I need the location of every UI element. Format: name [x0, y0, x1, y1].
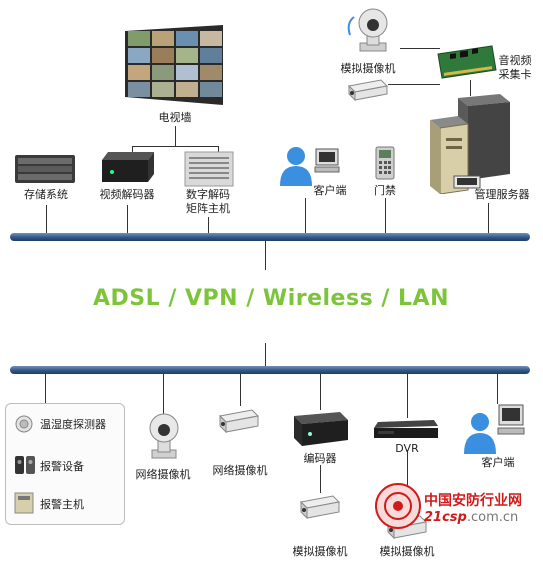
dvr-icon: [374, 420, 438, 438]
bottom-bus-connector: [265, 343, 266, 366]
videowall-line-left: [132, 146, 133, 152]
alarm-device-icon: [15, 456, 35, 474]
network-camera-box-label: 网络摄像机: [212, 464, 268, 477]
management-server-icon: [430, 94, 510, 194]
client-bottom-drop: [497, 374, 498, 404]
video-wall-screen: [176, 48, 198, 63]
dome-camera-drop: [163, 374, 164, 414]
encoder-analog-line: [320, 465, 321, 493]
csp-logo-seal: [375, 483, 421, 529]
video-wall-screen: [200, 82, 222, 97]
capture-card-label-1: 音视频: [498, 54, 532, 67]
management-server-label: 管理服务器: [474, 188, 530, 201]
dvr-label: DVR: [395, 442, 419, 455]
video-wall-screen: [176, 31, 198, 46]
analog-camera-label-right: 模拟摄像机: [379, 545, 435, 558]
video-wall-screen: [152, 65, 174, 80]
temperature-humidity-sensor-icon: [15, 415, 33, 433]
video-wall-screen: [152, 48, 174, 63]
camera2-card-line: [388, 84, 440, 85]
client-user-icon: [280, 147, 312, 186]
video-decoder-icon: [102, 152, 154, 182]
access-control-icon: [375, 146, 395, 180]
storage-system-label: 存储系统: [24, 188, 68, 201]
dvr-drop: [407, 374, 408, 418]
decoding-matrix-label-1: 数字解码: [186, 188, 230, 201]
capture-card-label-2: 采集卡: [498, 68, 532, 81]
network-dome-camera-icon: [149, 413, 179, 459]
camera-card-line: [400, 48, 440, 49]
encoder-icon: [294, 412, 348, 446]
alarm-legend-box: 温湿度探测器 报警设备 报警主机: [5, 403, 125, 525]
video-decoder-label: 视频解码器: [99, 188, 155, 201]
alarm-host-icon: [14, 492, 34, 514]
top-bus-connector: [265, 241, 266, 270]
bottom-network-bus: [10, 366, 530, 374]
video-wall-screen: [176, 65, 198, 80]
network-box-camera-icon: [218, 409, 260, 434]
storage-drop: [46, 205, 47, 233]
analog-camera-label-top: 模拟摄像机: [340, 62, 396, 75]
legend-label-sensor: 温湿度探测器: [40, 418, 106, 431]
watermark-url: 21csp.com.cn: [424, 510, 518, 525]
decoder-drop: [127, 205, 128, 233]
video-wall-screen: [200, 65, 222, 80]
server-drop: [488, 203, 489, 233]
video-wall-screen: [128, 48, 150, 63]
video-wall-label: 电视墙: [158, 111, 192, 124]
video-wall-screen: [152, 82, 174, 97]
video-wall-screen: [152, 31, 174, 46]
legend-label-alarm-host: 报警主机: [40, 498, 84, 511]
storage-system-icon: [15, 155, 75, 183]
videowall-hline: [132, 146, 218, 147]
client-computer-icon: [314, 148, 340, 173]
client-label-bottom: 客户端: [481, 456, 515, 469]
watermark-site-name: 中国安防行业网: [424, 493, 522, 509]
access-drop: [385, 198, 386, 233]
decoding-matrix-icon: [184, 151, 234, 187]
video-wall-screen: [128, 31, 150, 46]
client-drop: [305, 198, 306, 233]
encoder-drop: [320, 374, 321, 410]
network-title: ADSL / VPN / Wireless / LAN: [93, 286, 449, 311]
video-wall-screen: [128, 65, 150, 80]
video-wall-screen: [200, 48, 222, 63]
capture-card-icon: [437, 45, 497, 79]
analog-camera-label-left: 模拟摄像机: [292, 545, 348, 558]
client-computer-icon-bottom: [497, 404, 525, 435]
analog-dome-camera-icon: [347, 8, 388, 52]
watermark-url-prefix: 21csp: [424, 510, 467, 525]
access-control-label: 门禁: [374, 184, 396, 197]
network-camera-dome-label: 网络摄像机: [135, 468, 191, 481]
box-camera-drop: [240, 374, 241, 406]
video-wall-screen: [176, 82, 198, 97]
matrix-drop: [208, 217, 209, 233]
video-wall-screen: [200, 31, 222, 46]
legend-label-alarm-device: 报警设备: [40, 460, 84, 473]
videowall-line: [175, 126, 176, 146]
encoder-label: 编码器: [303, 452, 337, 465]
video-wall-screen: [128, 82, 150, 97]
decoding-matrix-label-2: 矩阵主机: [186, 202, 230, 215]
legend-drop: [45, 374, 46, 403]
analog-box-camera-icon: [347, 79, 389, 102]
videowall-line-right: [218, 146, 219, 152]
video-wall-icon: [125, 25, 223, 105]
watermark-url-suffix: .com.cn: [466, 510, 519, 525]
client-label-top: 客户端: [313, 184, 347, 197]
analog-camera-icon-left: [299, 495, 341, 520]
top-network-bus: [10, 233, 530, 241]
card-server-line: [470, 80, 471, 96]
client-user-icon-bottom: [464, 413, 496, 454]
